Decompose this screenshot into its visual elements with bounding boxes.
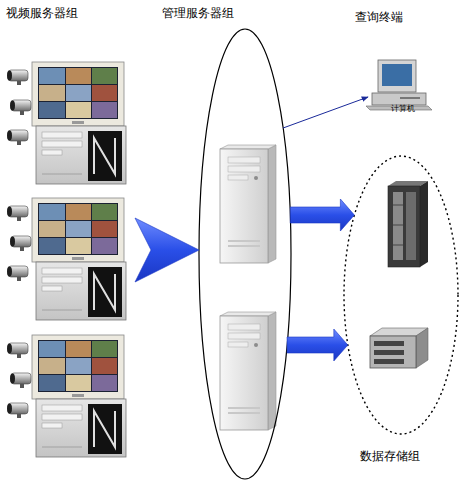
computer-label: 计算机 [391, 104, 415, 114]
query-terminal: 查询终端计算机 [368, 10, 436, 115]
storage-arrow [287, 329, 348, 361]
group-outline [343, 155, 459, 435]
group-heading: 管理服务器组 [162, 6, 234, 20]
data-storage-group: 数据存储组 [343, 155, 459, 435]
management-server-group: 管理服务器组 [198, 28, 292, 480]
video-server-group: 视频服务器组 [2, 4, 135, 454]
group-heading: 视频服务器组 [6, 6, 78, 20]
storage-arrow [290, 199, 354, 231]
group-ellipse [199, 29, 291, 479]
terminal-heading: 查询终端 [355, 10, 403, 24]
query-link [283, 97, 368, 128]
group-outline [198, 28, 292, 480]
data-flow-arrow [135, 218, 199, 282]
group-heading: 数据存储组 [360, 449, 420, 463]
group-ellipse [344, 156, 458, 434]
